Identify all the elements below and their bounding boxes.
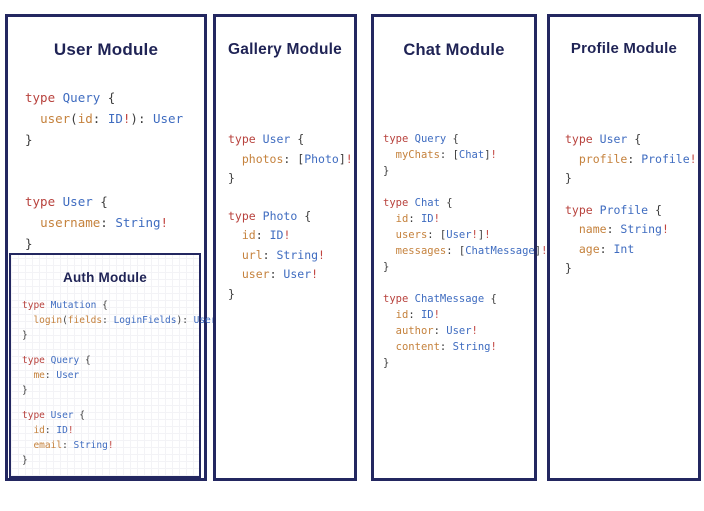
code-block: type Query { me: User} <box>22 353 199 398</box>
code-line: profile: Profile! <box>578 151 697 166</box>
code-block: type User { photos: [Photo]!} <box>228 130 354 189</box>
code-block: type User { id: ID! email: String!} <box>22 408 199 468</box>
code-line: id: ID! <box>33 425 74 436</box>
gallery-module-panel: Gallery Module type User { photos: [Phot… <box>213 14 357 481</box>
code-line: } <box>25 132 33 147</box>
code-line: type User { <box>228 132 305 146</box>
code-line: id: ID! <box>241 228 291 242</box>
code-line: } <box>383 261 390 274</box>
code-line: user(id: ID!): User <box>40 111 184 126</box>
code-line: type Mutation { <box>22 300 108 311</box>
code-block: type User { profile: Profile!} <box>565 130 698 189</box>
chat-module-code: type Query { myChats: [Chat]!}type Chat … <box>374 131 548 372</box>
code-line: type Chat { <box>383 196 453 209</box>
chat-module-title: Chat Module <box>403 41 505 59</box>
code-line: type User { <box>565 132 642 146</box>
code-line: users: [User!]! <box>395 229 491 242</box>
code-line: } <box>22 455 28 466</box>
code-block: type ChatMessage { id: ID! author: User!… <box>383 291 534 372</box>
code-line: type ChatMessage { <box>383 292 497 305</box>
code-block: type Chat { id: ID! users: [User!]! mess… <box>383 195 548 276</box>
auth-module-code: type Mutation { login(fields: LoginField… <box>11 298 217 468</box>
code-line: type Photo { <box>228 208 312 223</box>
gallery-module-title: Gallery Module <box>228 41 342 58</box>
code-block: type Profile { name: String! age: Int} <box>565 201 698 279</box>
code-line: user: User! <box>241 267 319 281</box>
code-line: myChats: [Chat]! <box>395 149 497 162</box>
code-line: } <box>228 171 235 185</box>
code-line: name: String! <box>578 222 669 236</box>
code-line: } <box>383 165 390 178</box>
code-line: author: User! <box>395 325 478 338</box>
code-line: } <box>383 357 390 370</box>
code-line: } <box>565 261 572 275</box>
code-line: type Query { <box>383 133 459 145</box>
code-line: id: ID! <box>395 308 440 321</box>
profile-module-code: type User { profile: Profile!}type Profi… <box>550 130 698 279</box>
code-line: age: Int <box>578 241 635 256</box>
code-line: type User { <box>25 194 108 209</box>
code-line: } <box>228 286 235 301</box>
code-line: type User { <box>22 410 85 421</box>
code-line: email: String! <box>33 440 114 451</box>
chat-module-panel: Chat Module type Query { myChats: [Chat]… <box>371 14 548 481</box>
code-line: type Query { <box>22 355 91 366</box>
gallery-module-code: type User { photos: [Photo]!}type Photo … <box>216 130 354 304</box>
code-block: type User { username: String!} <box>25 191 204 254</box>
code-line: content: String! <box>395 341 497 354</box>
code-line: id: ID! <box>395 212 440 225</box>
auth-module-title: Auth Module <box>63 270 147 285</box>
code-block: type Query { user(id: ID!): User} <box>25 87 204 150</box>
user-module-code: type Query { user(id: ID!): User}type Us… <box>8 87 204 254</box>
code-block: type Photo { id: ID! url: String! user: … <box>228 207 354 305</box>
code-line: type Query { <box>25 90 116 105</box>
code-block: type Query { myChats: [Chat]!} <box>383 131 534 180</box>
profile-module-panel: Profile Module type User { profile: Prof… <box>547 14 701 481</box>
code-line: } <box>25 236 33 251</box>
code-line: url: String! <box>241 247 325 262</box>
code-line: photos: [Photo]! <box>241 151 353 166</box>
code-block: type Mutation { login(fields: LoginField… <box>22 298 217 343</box>
user-module-panel: User Module type Query { user(id: ID!): … <box>5 14 217 481</box>
code-line: type Profile { <box>565 202 662 217</box>
code-line: username: String! <box>40 215 169 230</box>
profile-module-title: Profile Module <box>570 40 678 57</box>
code-line: } <box>565 171 572 185</box>
code-line: messages: [ChatMessage]! <box>395 245 548 258</box>
code-line: } <box>22 330 28 341</box>
auth-module-panel: Auth Module type Mutation { login(fields… <box>9 253 217 478</box>
user-module-title: User Module <box>53 40 159 59</box>
code-line: me: User <box>33 370 80 381</box>
code-line: login(fields: LoginFields): User <box>33 315 217 326</box>
code-line: } <box>22 385 28 396</box>
